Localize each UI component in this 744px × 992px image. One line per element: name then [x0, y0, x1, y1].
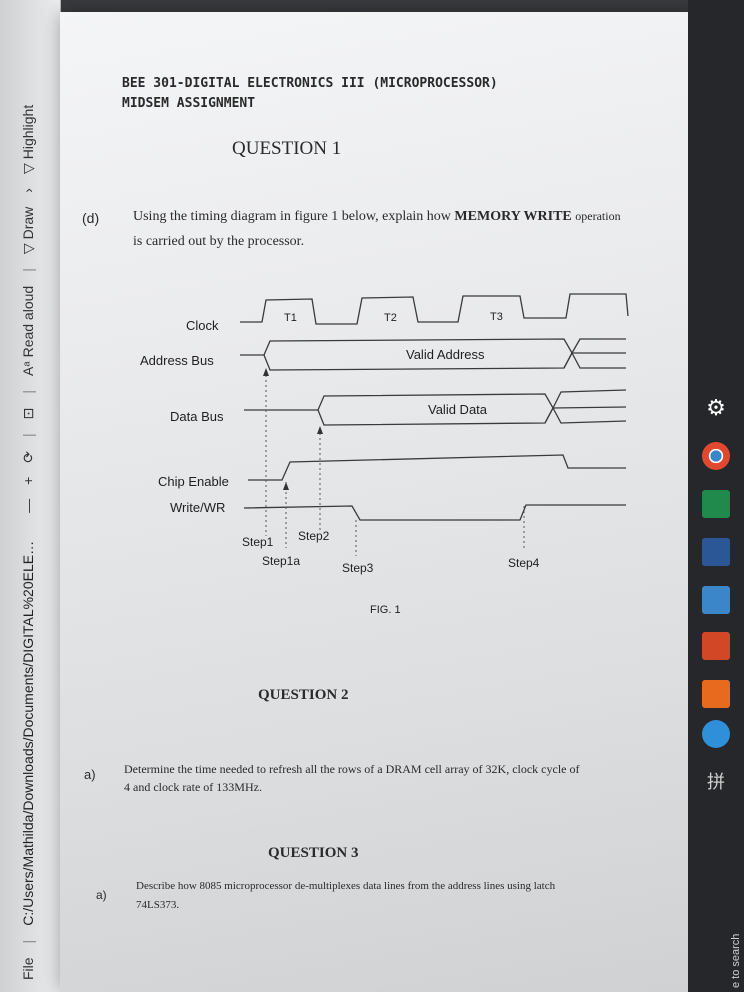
course-subtitle: MIDSEM ASSIGNMENT — [122, 96, 256, 111]
step1-arrow — [263, 368, 269, 376]
question-1-heading: QUESTION 1 — [232, 138, 342, 159]
data-bus-label: Data Bus — [170, 409, 224, 424]
question-1-text-post: operation — [575, 209, 621, 223]
step1a-label: Step1a — [262, 554, 301, 568]
question-3-text-line2: 74LS373. — [136, 899, 180, 911]
office-icon[interactable] — [702, 680, 730, 708]
powerpoint-icon[interactable] — [702, 632, 730, 660]
question-1-part: (d) — [82, 210, 100, 226]
question-1-text-line1: Using the timing diagram in figure 1 bel… — [133, 209, 693, 225]
clock-label: Clock — [186, 318, 219, 333]
step2-arrow — [317, 426, 323, 434]
question-3-part: a) — [96, 888, 107, 902]
question-3-heading: QUESTION 3 — [268, 845, 359, 861]
state-t3: T3 — [490, 311, 503, 323]
excel-icon[interactable] — [702, 490, 730, 518]
step1a-arrow — [283, 482, 289, 490]
chip-enable-waveform — [248, 454, 626, 481]
address-bus-end-upper — [563, 338, 626, 369]
question-1-text-line2: is carried out by the processor. — [133, 234, 305, 249]
valid-address-label: Valid Address — [406, 347, 485, 362]
windows-taskbar: ⚙ 拼 — [688, 0, 744, 992]
pdf-page — [60, 12, 700, 992]
step2-label: Step2 — [298, 529, 330, 543]
valid-data-label: Valid Data — [428, 402, 488, 417]
data-bus-end-lower — [552, 407, 627, 424]
step1-label: Step1 — [242, 535, 274, 549]
word-icon[interactable] — [702, 538, 730, 566]
question-1-text-pre: Using the timing diagram in figure 1 bel… — [133, 209, 451, 224]
data-bus-upper — [317, 393, 627, 411]
question-1-text-emphasis: MEMORY WRITE — [454, 209, 572, 224]
question-2-text-line2: 4 and clock rate of 133MHz. — [124, 780, 262, 794]
address-bus-upper — [263, 338, 626, 356]
step4-label: Step4 — [508, 556, 540, 570]
pdf-viewer-toolbar: File | C:/Users/Mathilda/Downloads/Docum… — [0, 0, 61, 992]
course-title: BEE 301-DIGITAL ELECTRONICS III (MICROPR… — [122, 76, 498, 91]
figure-caption: FIG. 1 — [370, 604, 401, 616]
address-bus-end-lower — [571, 352, 626, 369]
ime-icon[interactable]: 拼 — [707, 772, 725, 792]
clock-waveform — [240, 293, 629, 325]
taskbar-search-text: e to search — [730, 933, 742, 988]
question-2-text-line1: Determine the time needed to refresh all… — [124, 762, 580, 776]
write-waveform — [243, 504, 626, 521]
state-t2: T2 — [384, 312, 397, 324]
question-2-heading: QUESTION 2 — [258, 687, 349, 703]
question-3-text-line1: Describe how 8085 microprocessor de-mult… — [136, 880, 556, 892]
settings-icon[interactable]: ⚙ — [706, 395, 726, 420]
write-label: Write/WR — [170, 500, 226, 515]
question-2-part: a) — [84, 767, 96, 782]
chip-enable-label: Chip Enable — [158, 474, 229, 489]
chrome-icon[interactable] — [702, 442, 730, 470]
data-bus-end-upper — [544, 389, 627, 424]
step3-label: Step3 — [342, 561, 374, 575]
edge-icon[interactable] — [702, 720, 730, 748]
state-t1: T1 — [284, 312, 297, 324]
store-icon[interactable] — [702, 586, 730, 614]
address-bus-label: Address Bus — [140, 353, 214, 368]
taskbar-search-box[interactable]: e to search — [690, 930, 742, 990]
